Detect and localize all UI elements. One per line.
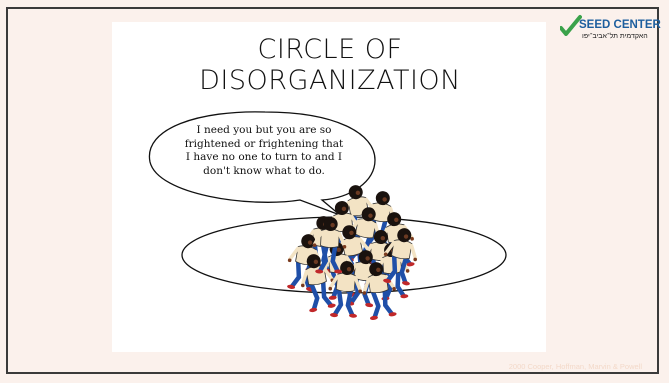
figure [383, 228, 418, 286]
checkmark-icon [560, 15, 582, 36]
figure [362, 262, 397, 320]
figure-group [287, 185, 418, 320]
figure [328, 261, 362, 318]
slide-title-line1: CIRCLE OF [257, 34, 403, 65]
seed-center-logo: SEED CENTER האקדמית תל־אביב־יפו [560, 14, 661, 40]
figure [312, 217, 347, 274]
speech-bubble [148, 111, 376, 216]
slide-title-line2: DISORGANIZATION [199, 65, 461, 96]
copyright-footer: 2000 Cooper, Hoffman, Marvin & Powell [508, 362, 642, 371]
speech-bubble-text: I need you but you are so frightened or … [184, 124, 344, 177]
figure [300, 254, 336, 313]
logo-name: SEED CENTER [579, 19, 661, 31]
logo-subtitle: האקדמית תל־אביב־יפו [582, 33, 648, 40]
